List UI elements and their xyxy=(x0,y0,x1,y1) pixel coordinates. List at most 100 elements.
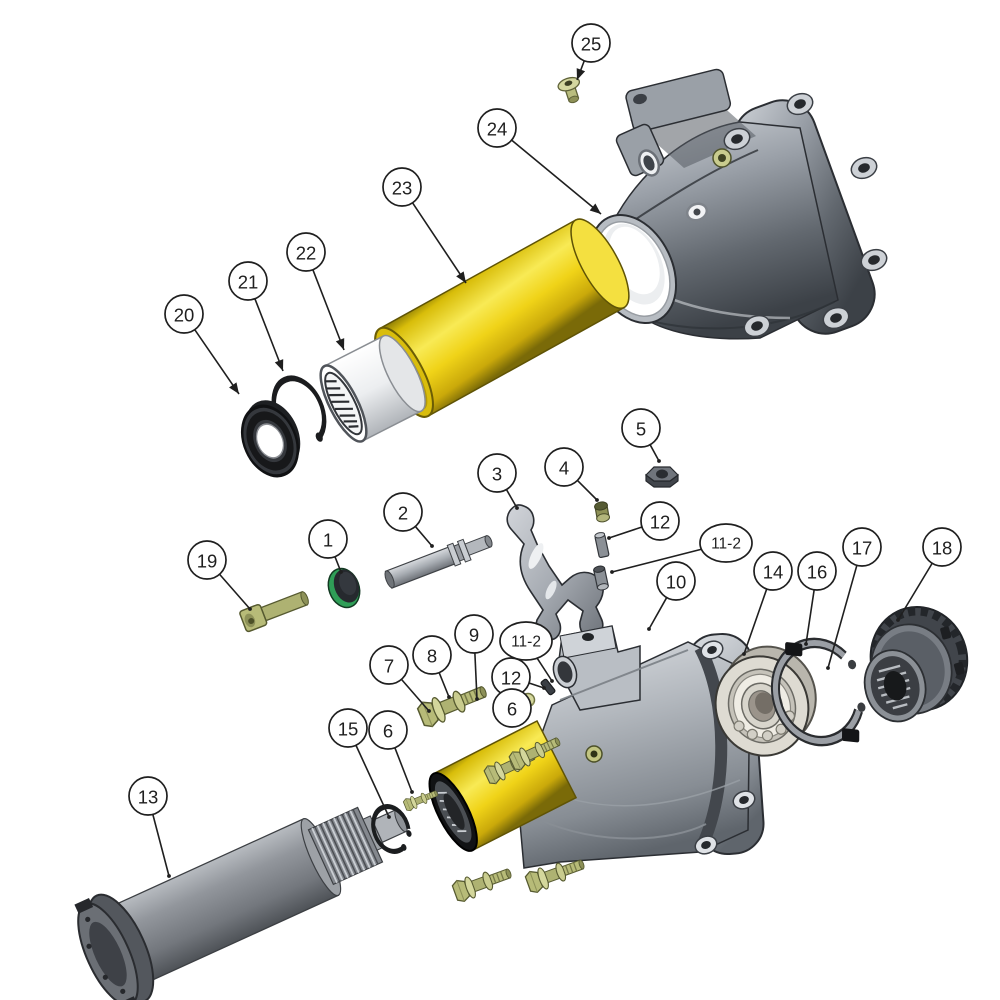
leader-line xyxy=(438,672,450,698)
bracket-lug-hole xyxy=(633,93,647,105)
leader-line xyxy=(743,588,768,655)
part-15-snap-ring xyxy=(371,804,412,854)
callout-11-2: 11-2 xyxy=(499,621,554,683)
leader-line xyxy=(648,597,668,630)
callout-balloon xyxy=(383,492,423,532)
callout-17: 17 xyxy=(826,527,882,670)
callout-number: 7 xyxy=(384,656,394,677)
callout-16: 16 xyxy=(797,551,837,646)
callout-number: 17 xyxy=(852,538,873,559)
callout-number: 23 xyxy=(392,178,413,199)
callout-balloon xyxy=(369,645,409,685)
callout-number: 6 xyxy=(383,721,393,742)
callout-balloon xyxy=(492,688,532,728)
callout-3: 3 xyxy=(477,453,519,510)
callout-19: 19 xyxy=(187,540,252,611)
callout-balloon xyxy=(621,408,661,448)
leader-dot xyxy=(896,618,900,622)
leader-dot xyxy=(742,652,746,656)
callout-7: 7 xyxy=(369,645,431,713)
part-10-extension-housing xyxy=(428,625,765,869)
callout-24: 24 xyxy=(477,108,602,215)
leader-line xyxy=(194,329,240,395)
callout-8: 8 xyxy=(412,635,452,699)
callout-balloon xyxy=(286,232,326,272)
leader-dot xyxy=(410,790,414,794)
leader-dot xyxy=(610,570,614,574)
callout-number: 2 xyxy=(398,503,408,524)
callout-balloon xyxy=(797,551,837,591)
leader-dot xyxy=(595,498,599,502)
leader-line xyxy=(254,298,284,372)
part-19-bolt xyxy=(239,590,309,633)
leader-line xyxy=(649,444,660,462)
leader-dot xyxy=(430,544,434,548)
leader-dot xyxy=(826,666,830,670)
callout-number: 10 xyxy=(666,572,687,593)
part-13-output-shaft xyxy=(74,806,408,1000)
leader-dot xyxy=(550,679,554,683)
callout-21: 21 xyxy=(228,261,284,372)
bolt-lower-a xyxy=(450,861,515,905)
leader-line xyxy=(400,678,430,712)
callout-14: 14 xyxy=(742,551,793,656)
callout-11-2: 11-2 xyxy=(610,523,753,574)
leader-line xyxy=(608,526,643,539)
leader-arrowhead xyxy=(576,68,586,80)
callout-balloon xyxy=(477,108,517,148)
leader-dot xyxy=(167,874,171,878)
callout-number: 11-2 xyxy=(511,633,541,650)
leader-dot xyxy=(515,506,519,510)
leader-line xyxy=(611,548,702,573)
leader-line xyxy=(528,682,545,689)
callout-balloon xyxy=(640,501,680,541)
callout-balloon xyxy=(228,261,268,301)
leader-line xyxy=(334,556,342,573)
callout-number: 8 xyxy=(427,646,437,667)
leader-dot xyxy=(647,627,651,631)
callout-number: 21 xyxy=(238,272,259,293)
callout-balloon xyxy=(922,527,962,567)
callout-balloon xyxy=(382,167,422,207)
callout-20: 20 xyxy=(164,294,240,395)
leader-line xyxy=(411,202,467,284)
callout-balloon xyxy=(328,708,368,748)
part-3-shift-fork xyxy=(506,504,604,641)
bolt-7-8-9 xyxy=(415,678,492,730)
callout-number: 5 xyxy=(636,419,646,440)
leader-line xyxy=(218,573,251,610)
leader-dot xyxy=(248,607,252,611)
callout-number: 18 xyxy=(932,538,953,559)
callout-number: 25 xyxy=(581,34,602,55)
leader-line xyxy=(414,525,433,547)
callout-balloon xyxy=(544,447,584,487)
callout-balloon xyxy=(164,294,204,334)
leader-dot xyxy=(475,697,479,701)
callout-balloon xyxy=(128,776,168,816)
leader-line xyxy=(897,562,933,621)
callout-number: 15 xyxy=(338,719,359,740)
callout-balloon xyxy=(477,453,517,493)
leader-line xyxy=(394,747,413,793)
callout-number: 13 xyxy=(138,787,159,808)
callout-2: 2 xyxy=(383,492,434,548)
callout-25: 25 xyxy=(571,23,611,81)
callout-number: 6 xyxy=(507,699,517,720)
callout-number: 11-2 xyxy=(711,535,741,552)
leader-dot xyxy=(657,459,661,463)
callout-number: 1 xyxy=(323,530,333,551)
callout-number: 22 xyxy=(296,243,317,264)
callout-balloon xyxy=(699,523,753,563)
tower-pad-hole xyxy=(582,633,594,641)
callout-balloon xyxy=(656,561,696,601)
callout-12: 12 xyxy=(491,657,546,697)
callout-number: 20 xyxy=(174,305,195,326)
leader-line xyxy=(536,657,553,682)
callout-balloon xyxy=(571,23,611,63)
callout-number: 4 xyxy=(559,458,569,479)
callout-number: 12 xyxy=(650,512,671,533)
leader-arrowhead xyxy=(456,271,466,283)
callout-13: 13 xyxy=(128,776,171,878)
